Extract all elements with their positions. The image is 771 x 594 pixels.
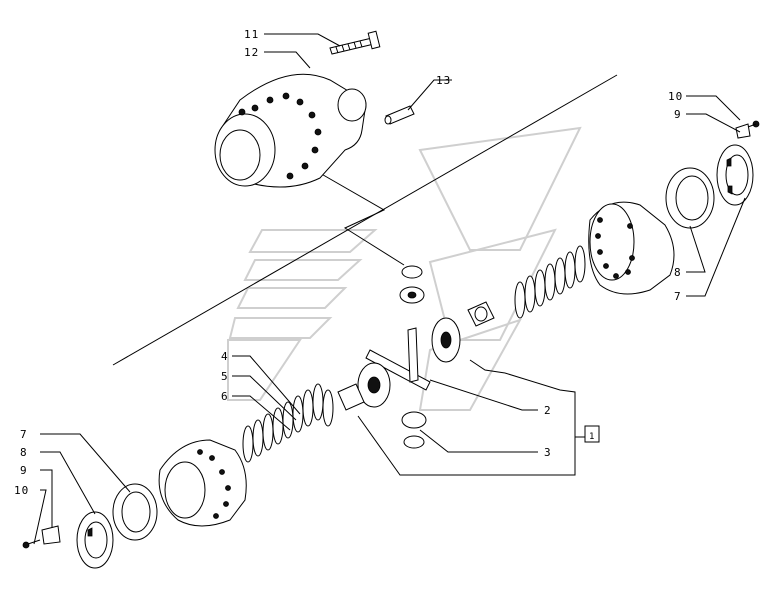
lower-thrust-washer <box>337 383 365 411</box>
differential-housing <box>214 73 367 188</box>
left-bearing <box>112 483 158 541</box>
left-screw <box>22 539 41 549</box>
callout-12: 12 <box>244 46 259 59</box>
right-bearing <box>665 167 715 229</box>
watermark-logo <box>227 126 582 411</box>
housing-bolt-holes <box>238 92 322 180</box>
callout-10-left: 10 <box>14 484 29 497</box>
right-screw <box>747 120 760 128</box>
upper-side-gear <box>431 317 461 363</box>
callout-13: 13 <box>436 74 451 87</box>
callout-9-left: 9 <box>20 464 28 477</box>
callout-7-left: 7 <box>20 428 28 441</box>
callout-7-right: 7 <box>674 290 682 303</box>
callout-8-right: 8 <box>674 266 682 279</box>
spider-cross <box>365 327 431 391</box>
left-differential-half <box>158 439 247 527</box>
leader-lines <box>33 33 746 545</box>
callout-4: 4 <box>221 350 229 363</box>
callout-2: 2 <box>544 404 552 417</box>
upper-disc-stack <box>514 245 586 319</box>
pin <box>384 105 415 125</box>
lower-disc-stack <box>242 383 334 463</box>
callout-11: 11 <box>244 28 259 41</box>
callout-3: 3 <box>544 446 552 459</box>
callout-10-right: 10 <box>668 90 683 103</box>
left-ring-nut <box>76 511 114 569</box>
callout-labels: 11 12 13 10 9 8 7 4 5 6 2 1 3 7 8 9 10 <box>14 28 683 497</box>
callout-6: 6 <box>221 390 229 403</box>
left-lock-plate <box>41 525 61 545</box>
bolt <box>329 30 381 55</box>
callout-8-left: 8 <box>20 446 28 459</box>
upper-thrust-washer <box>467 301 495 327</box>
small-pinion-top <box>399 265 425 304</box>
section-divider-lines <box>112 74 618 366</box>
callout-5: 5 <box>221 370 229 383</box>
reference-box <box>584 425 600 443</box>
callout-1: 1 <box>589 432 595 442</box>
right-ring-nut <box>716 144 754 206</box>
right-differential-half <box>588 201 675 295</box>
callout-9-right: 9 <box>674 108 682 121</box>
lower-side-gear <box>357 362 391 408</box>
small-pinion-bottom <box>401 411 427 449</box>
right-lock-plate <box>735 123 751 139</box>
